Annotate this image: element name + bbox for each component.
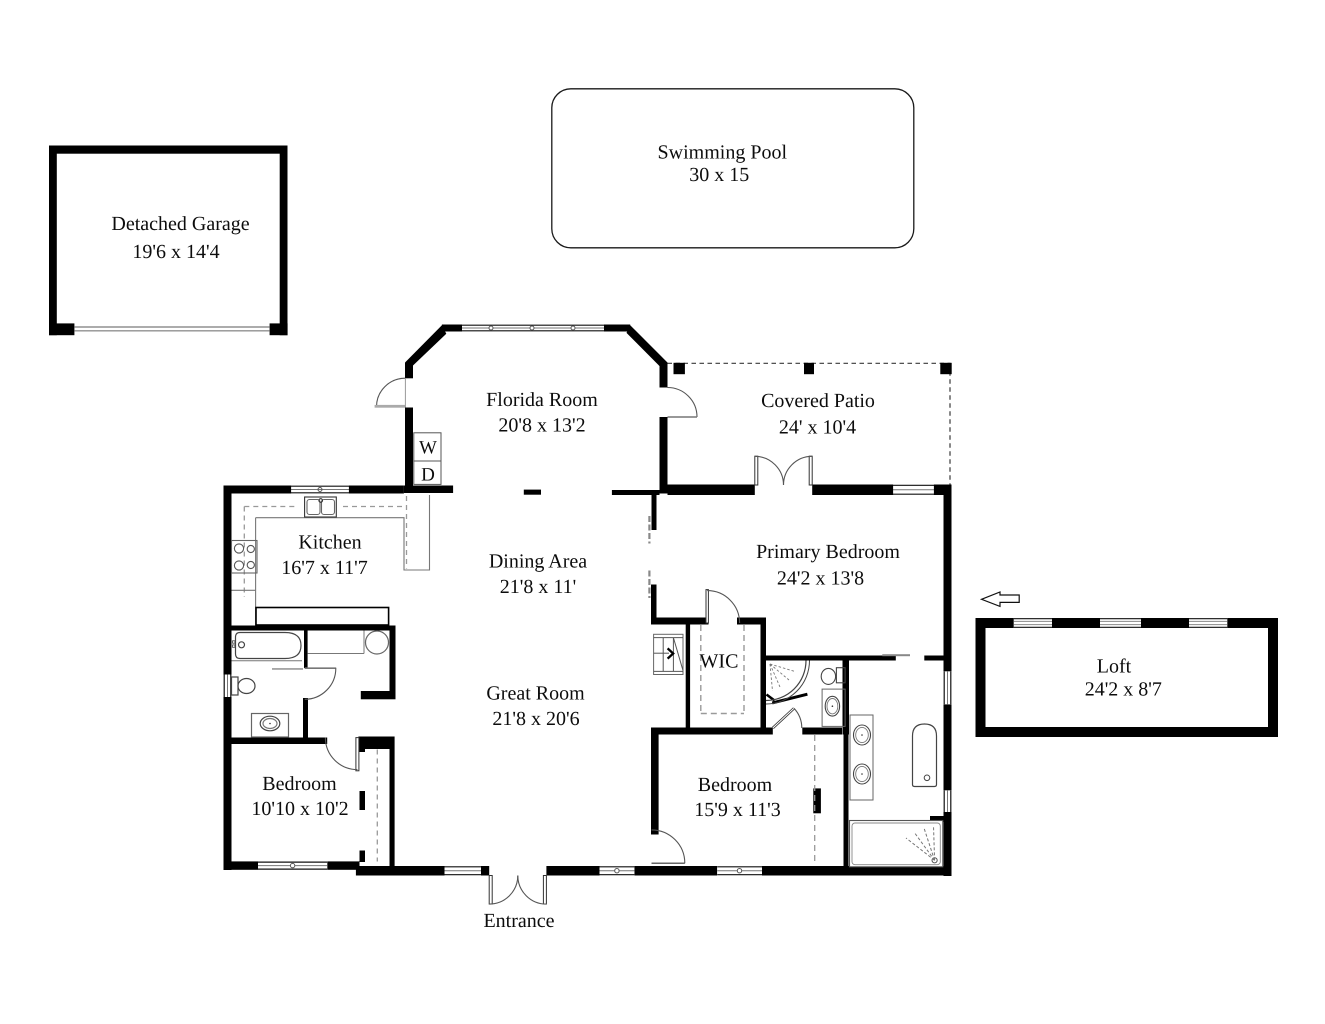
svg-text:Swimming Pool: Swimming Pool [658,141,788,163]
svg-text:16'7 x 11'7: 16'7 x 11'7 [281,557,367,579]
svg-text:D: D [421,465,435,486]
svg-text:Bedroom: Bedroom [262,773,337,795]
svg-text:24'2 x 8'7: 24'2 x 8'7 [1085,679,1162,701]
svg-text:W: W [419,438,437,459]
svg-text:Bedroom: Bedroom [698,774,773,796]
svg-text:Dining Area: Dining Area [489,551,587,573]
svg-text:WIC: WIC [700,651,739,673]
svg-text:20'8 x 13'2: 20'8 x 13'2 [498,415,585,437]
svg-text:15'9 x 11'3: 15'9 x 11'3 [694,799,780,821]
svg-text:21'8 x 20'6: 21'8 x 20'6 [492,708,579,730]
svg-text:30 x 15: 30 x 15 [689,164,749,186]
svg-text:10'10 x 10'2: 10'10 x 10'2 [251,798,348,820]
svg-text:Covered Patio: Covered Patio [761,390,875,412]
svg-text:Loft: Loft [1097,656,1132,678]
svg-text:19'6 x 14'4: 19'6 x 14'4 [132,241,219,263]
svg-text:24' x 10'4: 24' x 10'4 [779,417,856,439]
svg-text:Detached Garage: Detached Garage [111,213,249,235]
svg-text:Great Room: Great Room [486,683,585,705]
svg-text:Kitchen: Kitchen [298,532,361,554]
svg-text:Entrance: Entrance [483,910,554,932]
svg-text:Primary Bedroom: Primary Bedroom [756,541,900,563]
svg-text:24'2 x 13'8: 24'2 x 13'8 [777,568,864,590]
svg-text:Florida Room: Florida Room [486,389,598,411]
svg-text:21'8 x 11': 21'8 x 11' [500,576,576,598]
